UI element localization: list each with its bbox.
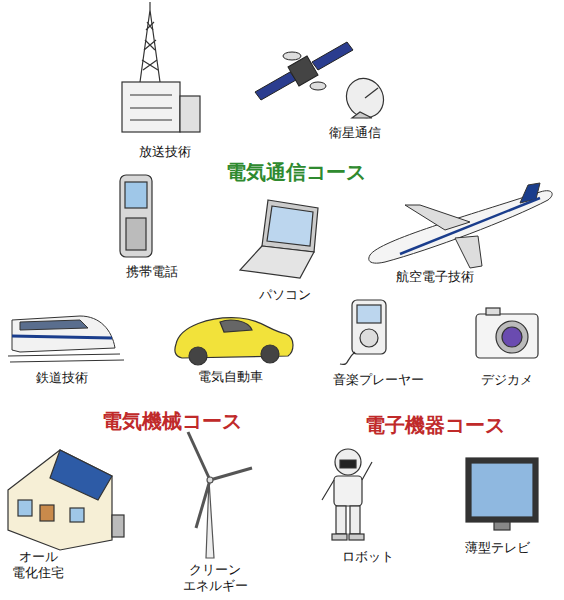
course-title: 電子機器コース (365, 412, 505, 439)
item-label: クリーン エネルギー (179, 562, 251, 593)
digital-camera (476, 308, 538, 358)
item-label: デジカメ (481, 372, 533, 388)
item-label: 放送技術 (139, 144, 191, 160)
item-label: 携帯電話 (126, 264, 178, 280)
broadcast-station (122, 2, 200, 132)
satellite-dish (339, 72, 390, 125)
course-title: 電気通信コース (226, 159, 366, 186)
flat-tv (466, 458, 538, 530)
wind-turbine (188, 432, 252, 558)
item-label: 衛星通信 (329, 125, 381, 141)
mobile-phone (120, 175, 152, 257)
circle-outline (140, 5, 540, 405)
satellite (255, 42, 353, 100)
all-electric-house (8, 450, 124, 550)
item-label: 航空電子技術 (396, 269, 474, 285)
item-label: パソコン (259, 287, 311, 303)
music-player (340, 300, 386, 364)
item-label: ロボット (342, 549, 394, 565)
item-label: オール 電化住宅 (10, 549, 66, 580)
laptop (240, 200, 318, 278)
item-label: 電気自動車 (198, 369, 263, 385)
bullet-train (8, 316, 124, 362)
item-label: 音楽プレーヤー (333, 372, 424, 388)
item-label: 鉄道技術 (36, 370, 88, 386)
telecom-course-circle: 電気通信コース (140, 5, 540, 405)
course-title: 電気機械コース (102, 408, 242, 435)
electromech-course-circle: 電気機械コース (5, 230, 395, 600)
item-label: 薄型テレビ (465, 540, 530, 556)
robot (322, 449, 372, 540)
electric-car (175, 318, 293, 365)
airplane (369, 183, 552, 268)
